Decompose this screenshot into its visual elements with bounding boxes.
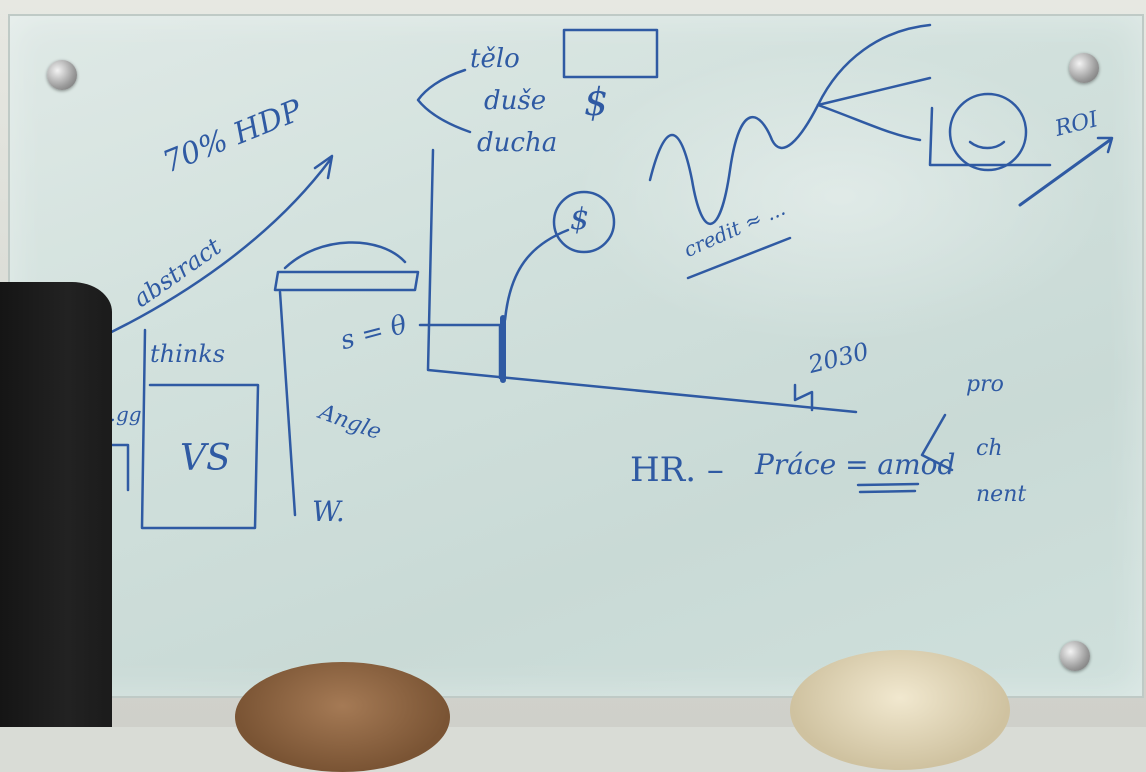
growth-curve — [93, 158, 332, 342]
board-glare — [570, 46, 1110, 346]
arc-to-dollar — [503, 228, 570, 322]
text-w: W. — [312, 495, 345, 528]
text-list-1: pro — [966, 372, 1004, 397]
audience-head-blonde — [790, 650, 1010, 770]
roi-arrow — [1018, 138, 1112, 207]
text-ducha: ducha — [477, 128, 558, 158]
vs-box — [140, 328, 260, 530]
text-thinks: thinks — [150, 340, 226, 368]
text-formula-rest: Práce = amod — [755, 448, 956, 481]
dollar-circle — [552, 190, 616, 254]
text-dollar-top: $ — [584, 80, 609, 124]
formula-underline — [856, 482, 920, 494]
smiley-face — [948, 92, 1028, 172]
audience-head-brown — [235, 662, 450, 772]
text-list-3: nent — [976, 482, 1027, 507]
text-formula-hr: HR. – — [630, 450, 724, 490]
presenter-silhouette — [0, 282, 112, 727]
axes — [426, 148, 858, 414]
marker-drawings — [93, 23, 1114, 530]
text-duse: duše — [484, 86, 547, 116]
mount-bolt-bottom-right — [1060, 641, 1090, 671]
bracket-arrow — [416, 68, 472, 134]
text-telo: tělo — [470, 44, 520, 74]
text-dollar-circle: $ — [570, 202, 590, 237]
text-vs: VS — [180, 438, 231, 479]
text-list-2: ch — [976, 436, 1003, 461]
slab — [273, 270, 420, 292]
mount-bolt-top-right — [1069, 53, 1099, 83]
growth-arrow-head — [313, 154, 334, 180]
mount-bolt-top-left — [47, 60, 77, 90]
whiteboard — [8, 14, 1144, 698]
wave-line — [648, 103, 820, 226]
smiley-box — [928, 106, 1052, 167]
box-top — [562, 28, 659, 79]
